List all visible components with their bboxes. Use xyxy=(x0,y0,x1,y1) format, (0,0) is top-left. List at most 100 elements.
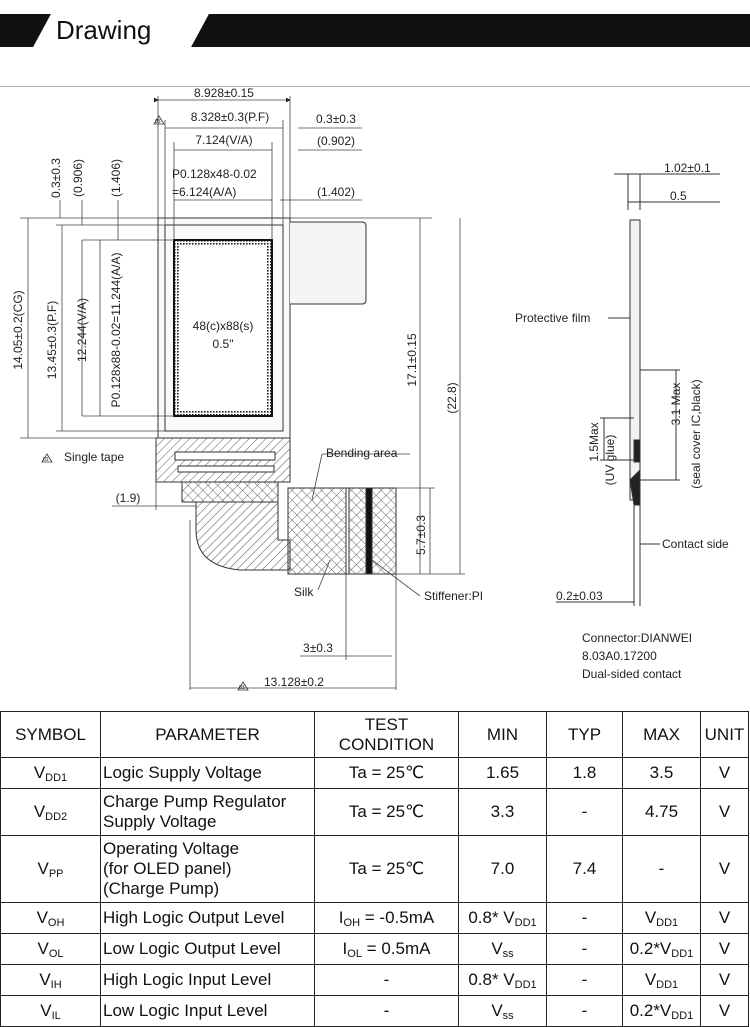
cell-max: 0.2*VDD1 xyxy=(622,995,701,1027)
dim-pitch-v: P0.128x88-0.02=11.244(A/A) xyxy=(109,253,123,408)
symbol-subscript: DD2 xyxy=(45,811,68,823)
unit-text: V xyxy=(718,763,731,782)
cell-condition: - xyxy=(314,964,459,996)
symbol-subscript: IH xyxy=(50,979,62,991)
cell-unit: V xyxy=(700,964,749,996)
rev-mark-1: 03 xyxy=(155,119,161,125)
cell-unit: V xyxy=(700,902,749,934)
connector-line2: 8.03A0.17200 xyxy=(582,649,657,663)
min-subscript: ss xyxy=(502,948,514,960)
unit-text: V xyxy=(718,908,731,927)
cell-max: VDD1 xyxy=(622,964,701,996)
cell-typ: - xyxy=(546,933,623,965)
symbol-subscript: DD1 xyxy=(45,772,68,784)
header-typ: TYP xyxy=(546,711,623,758)
cell-typ: - xyxy=(546,788,623,836)
typ-text: - xyxy=(581,939,588,958)
cell-min: Vss xyxy=(458,933,547,965)
min-subscript: ss xyxy=(502,1010,514,1022)
condition-symbol: I xyxy=(342,939,348,958)
max-text: 0.2*V xyxy=(629,939,672,958)
dim-pf-height: 13.45±0.3(P.F) xyxy=(45,301,59,379)
condition-text: Ta = 25℃ xyxy=(348,763,425,782)
dim-overall-width: 8.928±0.15 xyxy=(194,88,254,100)
cell-unit: V xyxy=(700,788,749,836)
single-tape-label: Single tape xyxy=(64,450,124,464)
dim-uv-glue-2: (UV glue) xyxy=(603,435,617,486)
dim-total-height: 17.1±0.15 xyxy=(405,333,419,387)
connector-line1: Connector:DIANWEI xyxy=(582,631,692,645)
connector-line3: Dual-sided contact xyxy=(582,667,682,681)
revision-marks: 03 03 03 xyxy=(41,115,249,691)
max-text: V xyxy=(644,970,657,989)
dim-overall-height: (22.8) xyxy=(445,382,459,413)
header-test-1: TEST xyxy=(364,714,409,734)
dim-glass-thickness: 0.5 xyxy=(670,189,687,203)
page-title: Drawing xyxy=(56,15,152,45)
max-subscript: DD1 xyxy=(671,1010,694,1022)
unit-text: V xyxy=(718,939,731,958)
cell-symbol: VOL xyxy=(0,933,101,965)
header-min: MIN xyxy=(458,711,547,758)
dim-va-width: 7.124(V/A) xyxy=(195,133,252,147)
cell-condition: Ta = 25℃ xyxy=(314,788,459,836)
cell-condition: IOL = 0.5mA xyxy=(314,933,459,965)
max-text: 4.75 xyxy=(644,802,679,821)
dim-right-gap: (0.902) xyxy=(317,134,355,148)
cell-typ: - xyxy=(546,964,623,996)
fpc-assembly xyxy=(155,437,397,575)
header-tab xyxy=(32,12,210,49)
dim-contact-thickness: 0.2±0.03 xyxy=(556,589,603,603)
dim-cg-height: 14.05±0.2(CG) xyxy=(11,290,25,369)
dim-stiffener-offset: 3±0.3 xyxy=(303,641,333,655)
min-text: 3.3 xyxy=(490,802,515,821)
min-text: 1.65 xyxy=(485,763,520,782)
parameter-text: Charge Pump Regulator xyxy=(103,792,287,811)
symbol-subscript: OH xyxy=(47,917,65,929)
silk-label: Silk xyxy=(294,585,314,599)
typ-text: - xyxy=(581,1001,588,1020)
cell-unit: V xyxy=(700,933,749,965)
cell-max: 0.2*VDD1 xyxy=(622,933,701,965)
symbol-text: V xyxy=(33,763,46,782)
dim-uv-glue-1: 1.5Max xyxy=(587,422,601,461)
dim-top-offset: 0.3±0.3 xyxy=(49,158,63,198)
symbol-text: V xyxy=(40,1001,52,1020)
max-subscript: DD1 xyxy=(656,979,679,991)
cell-typ: 7.4 xyxy=(546,835,623,903)
symbol-subscript: OL xyxy=(48,948,64,960)
dim-va-height: 12.244(V/A) xyxy=(75,298,89,362)
cell-symbol: VDD2 xyxy=(0,788,101,836)
symbol-text: V xyxy=(33,802,46,821)
cell-symbol: VPP xyxy=(0,835,101,903)
parameter-text: Low Logic Output Level xyxy=(103,939,281,958)
typ-text: - xyxy=(581,802,588,821)
cell-unit: V xyxy=(700,995,749,1027)
cell-parameter: Low Logic Output Level xyxy=(100,933,315,965)
mechanical-drawing: 48(c)x88(s) 0.5" xyxy=(11,88,729,691)
symbol-text: V xyxy=(36,908,48,927)
condition-symbol: I xyxy=(338,908,344,927)
dim-thickness: 1.02±0.1 xyxy=(664,161,711,175)
unit-text: V xyxy=(718,859,731,878)
dim-fpc-gap: (1.9) xyxy=(116,491,141,505)
parameter-text: Low Logic Input Level xyxy=(103,1001,268,1020)
dim-top-gap-1: (0.906) xyxy=(71,159,85,197)
cell-condition: IOH = -0.5mA xyxy=(314,902,459,934)
cell-max: - xyxy=(622,835,701,903)
cell-parameter: High Logic Input Level xyxy=(100,964,315,996)
symbol-text: V xyxy=(39,970,51,989)
header-parameter: PARAMETER xyxy=(100,711,315,758)
condition-text: = -0.5mA xyxy=(360,908,435,927)
dim-seal-1: 3.1 Max xyxy=(669,383,683,426)
cell-max: 3.5 xyxy=(622,757,701,789)
cell-min: 0.8* VDD1 xyxy=(458,964,547,996)
unit-text: V xyxy=(718,1001,731,1020)
